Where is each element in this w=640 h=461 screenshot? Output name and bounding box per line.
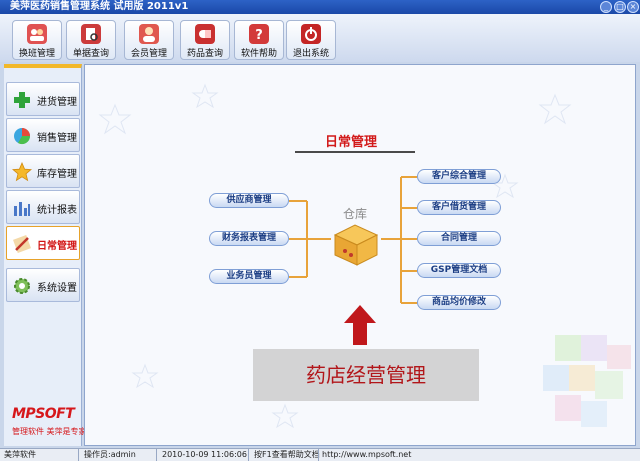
window-title: 美萍医药销售管理系统 试用版 2011v1 <box>10 1 189 12</box>
toolbar-label: 单据查询 <box>72 49 109 59</box>
exit-system-button[interactable]: 退出系统 <box>286 20 336 60</box>
status-separator <box>318 449 319 461</box>
toolbar-label: 软件帮助 <box>240 49 277 59</box>
document-search-icon <box>81 24 101 44</box>
exit-icon <box>301 24 321 44</box>
brand-slogan: 管理软件 美萍是专家 <box>12 427 87 436</box>
status-separator <box>78 449 79 461</box>
left-navigation: 进货管理 销售管理 库存管理 统计报表 日常管理 系统设置 MPSOFT 管理软… <box>4 64 87 446</box>
warehouse-label: 仓库 <box>343 207 368 221</box>
software-help-button[interactable]: ? 软件帮助 <box>234 20 284 60</box>
supplier-management-button[interactable]: 供应商管理 <box>209 193 289 208</box>
up-arrow-icon <box>344 305 376 345</box>
star-icon <box>11 161 33 182</box>
title-divider <box>295 151 415 153</box>
nav-item-reports[interactable]: 统计报表 <box>6 190 80 224</box>
brand: MPSOFT 管理软件 美萍是专家 <box>12 406 87 437</box>
shift-management-button[interactable]: 换班管理 <box>12 20 62 60</box>
salesman-management-button[interactable]: 业务员管理 <box>209 269 289 284</box>
document-query-button[interactable]: 单据查询 <box>66 20 116 60</box>
nav-item-daily-management[interactable]: 日常管理 <box>6 226 80 260</box>
contract-management-button[interactable]: 合同管理 <box>417 231 501 246</box>
bar-chart-icon <box>12 198 32 218</box>
maximize-button[interactable]: □ <box>614 1 626 13</box>
customer-management-button[interactable]: 客户综合管理 <box>417 169 501 184</box>
status-separator <box>248 449 249 461</box>
nav-label: 统计报表 <box>37 205 77 216</box>
toolbar-label: 退出系统 <box>292 49 329 59</box>
nav-item-system-settings[interactable]: 系统设置 <box>6 268 80 302</box>
mpsoft-logo: MPSOFT <box>12 406 75 422</box>
status-operator: 操作员:admin <box>84 450 136 459</box>
toolbar-label: 会员管理 <box>130 49 167 59</box>
status-url[interactable]: http://www.mpsoft.net <box>322 450 412 459</box>
status-bar: 美萍软件 操作员:admin 2010-10-09 11:06:06 按F1查看… <box>0 448 640 461</box>
nav-label: 系统设置 <box>37 283 77 294</box>
member-management-button[interactable]: 会员管理 <box>124 20 174 60</box>
financial-report-button[interactable]: 财务报表管理 <box>209 231 289 246</box>
status-help: 按F1查看帮助文档 <box>254 450 320 459</box>
member-icon <box>139 24 159 44</box>
gear-icon <box>12 276 32 296</box>
svg-text:?: ? <box>255 28 263 43</box>
background-decoration <box>98 83 631 429</box>
sales-icon <box>12 126 32 146</box>
nav-item-sales[interactable]: 销售管理 <box>6 118 80 152</box>
main-panel: 日常管理 仓库 供应商管 <box>84 64 636 446</box>
connector-lines <box>289 176 417 345</box>
title-bar: 美萍医药销售管理系统 试用版 2011v1 _ □ × <box>0 0 640 14</box>
section-title: 日常管理 <box>325 135 378 150</box>
nav-item-inventory[interactable]: 库存管理 <box>6 154 80 188</box>
customer-loan-button[interactable]: 客户借货管理 <box>417 200 501 215</box>
minimize-button[interactable]: _ <box>600 1 612 13</box>
nav-label: 进货管理 <box>37 97 77 108</box>
people-icon <box>27 24 47 44</box>
nav-item-purchase[interactable]: 进货管理 <box>6 82 80 116</box>
caption-banner: 药店经营管理 <box>253 349 479 401</box>
gsp-documents-button[interactable]: GSP管理文档 <box>417 263 501 278</box>
toolbar-label: 药品查询 <box>186 49 223 59</box>
toolbar-label: 换班管理 <box>18 49 55 59</box>
warehouse-box-icon <box>333 224 379 266</box>
medicine-query-button[interactable]: 药品查询 <box>180 20 230 60</box>
plus-icon <box>12 90 32 110</box>
status-app: 美萍软件 <box>4 450 36 459</box>
status-separator <box>156 449 157 461</box>
nav-label: 销售管理 <box>37 133 77 144</box>
status-datetime: 2010-10-09 11:06:06 <box>162 450 247 459</box>
brush-icon <box>12 234 32 254</box>
average-price-button[interactable]: 商品均价修改 <box>417 295 501 310</box>
toolbar: 换班管理 单据查询 会员管理 药品查询 ? 软件帮助 退出系统 <box>0 14 640 62</box>
nav-label: 库存管理 <box>37 169 77 180</box>
help-icon: ? <box>249 24 269 44</box>
close-button[interactable]: × <box>627 1 639 13</box>
medicine-search-icon <box>195 24 215 44</box>
nav-label: 日常管理 <box>37 241 77 252</box>
